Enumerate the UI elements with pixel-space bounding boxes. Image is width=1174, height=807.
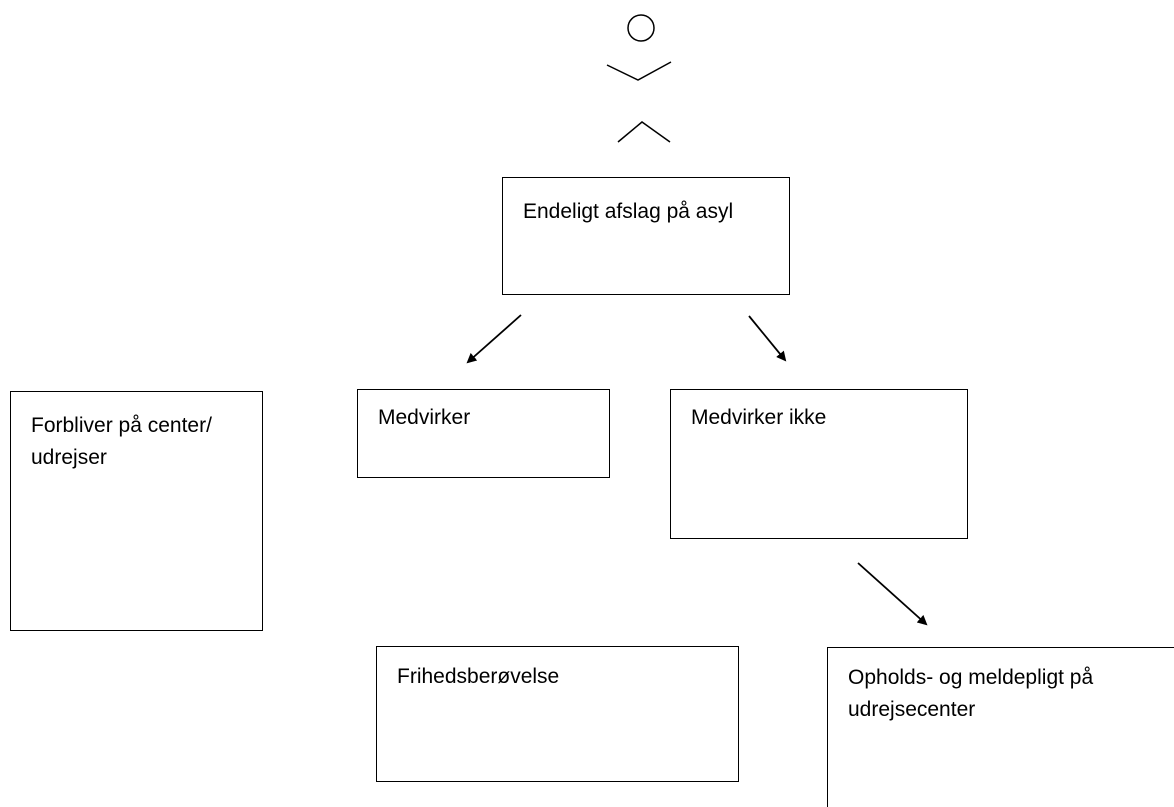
node-forbliver-paa-center: Forbliver på center/ udrejser [10,391,263,631]
arrow-endeligt-to-medvirker [466,314,522,364]
stick-figure-legs [617,121,671,143]
node-forbliver-paa-center-label: Forbliver på center/ udrejser [31,414,212,469]
node-medvirker: Medvirker [357,389,610,478]
node-opholds-og-meldepligt-label: Opholds- og meldepligt på udrejsecenter [848,666,1094,721]
node-frihedsberoevelse-label: Frihedsberøvelse [397,665,560,688]
arrow-medvirker-ikke-to-opholds [857,562,928,626]
stick-figure-head [627,14,655,42]
node-endeligt-afslag: Endeligt afslag på asyl [502,177,790,295]
node-medvirker-ikke: Medvirker ikke [670,389,968,539]
arrow-endeligt-to-medvirker-ikke [748,315,787,362]
node-frihedsberoevelse: Frihedsberøvelse [376,646,739,782]
stick-figure-arms [606,61,672,81]
node-endeligt-afslag-label: Endeligt afslag på asyl [523,200,734,223]
node-medvirker-label: Medvirker [378,406,471,429]
node-medvirker-ikke-label: Medvirker ikke [691,406,827,429]
node-opholds-og-meldepligt: Opholds- og meldepligt på udrejsecenter [827,647,1174,807]
stick-figure-icon [606,14,672,143]
